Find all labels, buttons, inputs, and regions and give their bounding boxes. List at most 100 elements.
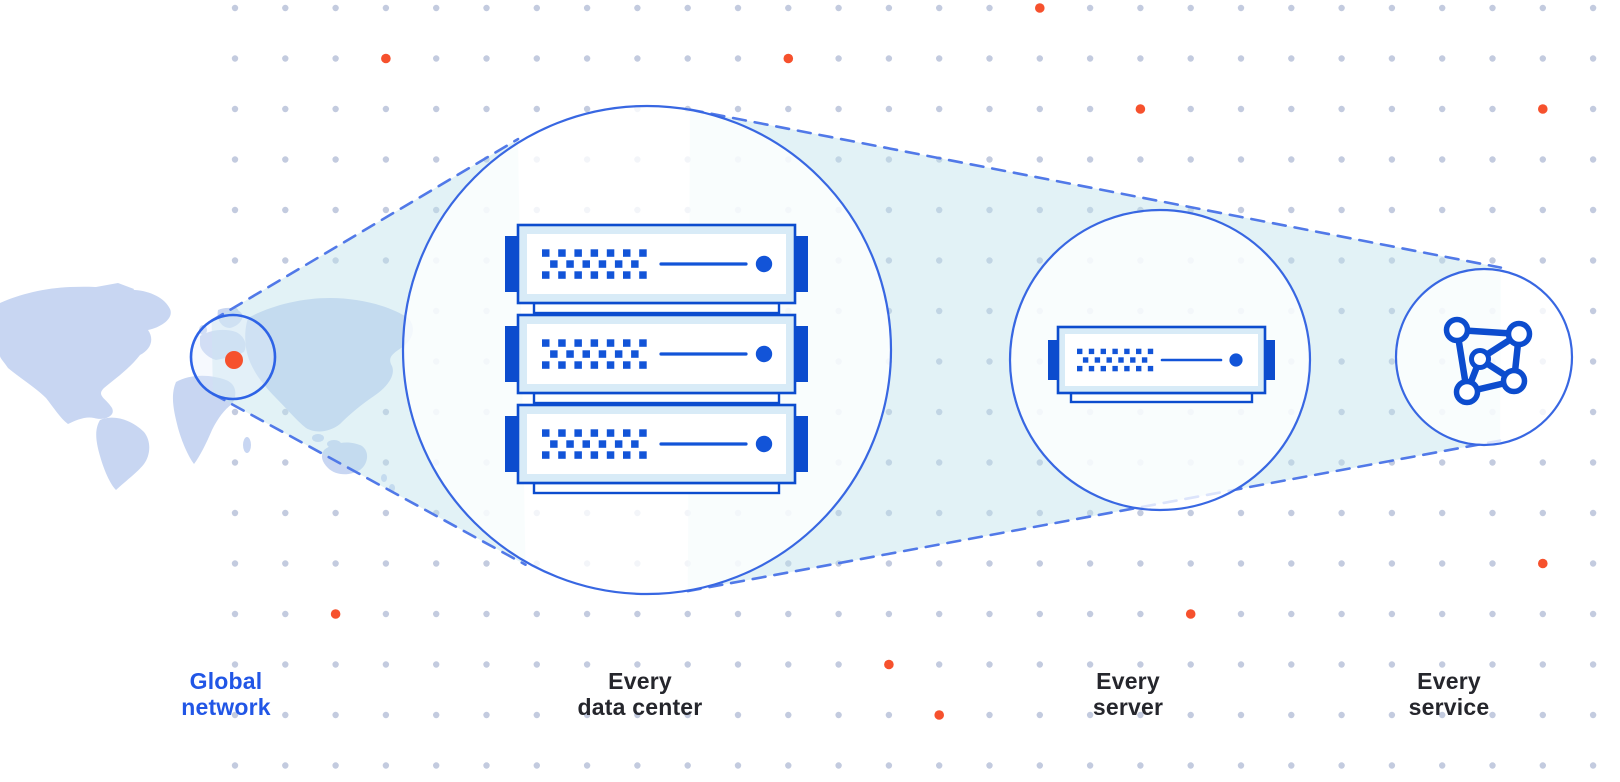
- grid-dot: [1388, 206, 1396, 214]
- server-led-matrix-dot: [590, 271, 599, 279]
- grid-dot: [1338, 459, 1345, 466]
- grid-dot: [533, 610, 540, 618]
- server-indicator-dot: [755, 345, 773, 363]
- network-graph-icon: [1443, 316, 1533, 406]
- grid-dot: [1086, 206, 1094, 214]
- dashed-tangent-upper-left: [210, 137, 520, 323]
- grid-dot: [282, 509, 289, 517]
- grid-dot: [382, 206, 390, 214]
- server-led-matrix-dot: [558, 361, 566, 369]
- grid-dot: [885, 156, 893, 163]
- grid-dot: [1288, 55, 1295, 62]
- orange-grid-dot: [1135, 104, 1146, 114]
- grid-dot: [885, 509, 893, 517]
- grid-dot: [1589, 105, 1597, 113]
- grid-dot: [936, 257, 943, 264]
- grid-dot: [986, 206, 993, 214]
- net-node-top-left: [1443, 316, 1471, 344]
- grid-dot: [835, 762, 842, 769]
- grid-dot: [885, 762, 893, 769]
- orange-grid-dot: [1538, 104, 1548, 114]
- land-new-zealand-1: [381, 474, 387, 482]
- server-led-matrix-dot: [582, 440, 590, 448]
- grid-dot: [734, 711, 742, 719]
- grid-dot: [986, 560, 993, 567]
- grid-dot: [1338, 661, 1345, 668]
- grid-dot: [332, 509, 339, 517]
- grid-dot: [433, 762, 440, 769]
- grid-dot: [936, 358, 943, 365]
- grid-dot: [986, 661, 993, 668]
- grid-dot: [1388, 762, 1396, 769]
- grid-dot: [231, 105, 239, 113]
- grid-dot: [1439, 55, 1446, 62]
- server-led-matrix-dot: [550, 440, 558, 448]
- grid-dot: [634, 762, 641, 769]
- server-led-matrix-dot: [639, 271, 647, 279]
- server-base: [532, 391, 781, 405]
- land-island-1: [312, 434, 324, 442]
- grid-dot: [785, 560, 792, 567]
- grid-dot: [1388, 4, 1396, 12]
- server-led-matrix-dot: [558, 429, 566, 437]
- orange-grid-dot: [1185, 609, 1196, 619]
- grid-dot: [1589, 307, 1597, 315]
- land-australia: [321, 442, 368, 475]
- grid-dot: [885, 105, 893, 113]
- grid-dot: [986, 358, 993, 365]
- grid-dot: [1086, 105, 1094, 113]
- grid-dot: [1388, 610, 1396, 618]
- grid-dot: [1086, 610, 1094, 618]
- grid-dot: [231, 560, 239, 567]
- grid-dot: [936, 560, 943, 567]
- grid-dot: [1288, 4, 1295, 12]
- grid-dot: [734, 4, 742, 12]
- grid-dot: [332, 156, 339, 163]
- grid-dot: [1338, 610, 1345, 618]
- grid-dot: [583, 762, 591, 769]
- grid-dot: [1489, 4, 1496, 12]
- grid-dot: [936, 610, 943, 618]
- dashed-tangent-upper-right: [688, 108, 1503, 269]
- grid-dot: [1589, 560, 1597, 567]
- grid-dot: [986, 610, 993, 618]
- grid-dot: [332, 257, 339, 264]
- label-global-network: Global network: [181, 668, 271, 720]
- grid-dot: [1137, 711, 1144, 719]
- grid-dot: [433, 711, 440, 719]
- grid-dot: [1388, 408, 1396, 416]
- grid-dot: [684, 4, 691, 12]
- grid-dot: [282, 408, 289, 416]
- grid-dot: [1187, 560, 1194, 567]
- grid-dot: [1539, 156, 1547, 163]
- grid-dot: [1439, 459, 1446, 466]
- grid-dot: [835, 156, 842, 163]
- server-led-matrix-dot: [623, 339, 631, 347]
- grid-dot: [382, 560, 390, 567]
- grid-dot: [533, 711, 540, 719]
- grid-dot: [1036, 206, 1044, 214]
- server-led-matrix-dot: [566, 260, 574, 268]
- grid-dot: [282, 156, 289, 163]
- grid-dot: [433, 105, 440, 113]
- grid-dot: [885, 55, 893, 62]
- grid-dot: [835, 509, 842, 517]
- grid-dot: [1489, 711, 1496, 719]
- grid-dot: [1539, 610, 1547, 618]
- grid-dot: [231, 55, 239, 62]
- grid-dot: [1086, 509, 1094, 517]
- grid-dot: [583, 661, 591, 668]
- grid-dot: [1086, 156, 1094, 163]
- grid-dot: [1489, 762, 1496, 769]
- grid-dot: [382, 762, 390, 769]
- server-led-matrix-dot: [1077, 365, 1083, 372]
- server-ear-right: [1265, 340, 1275, 380]
- grid-dot: [332, 560, 339, 567]
- grid-dot: [1539, 257, 1547, 264]
- grid-dot: [1338, 206, 1345, 214]
- grid-dot: [785, 610, 792, 618]
- server-led-matrix-dot: [1088, 348, 1095, 355]
- europe-location-dot: [225, 351, 243, 369]
- grid-dot: [734, 55, 742, 62]
- grid-dot: [986, 156, 993, 163]
